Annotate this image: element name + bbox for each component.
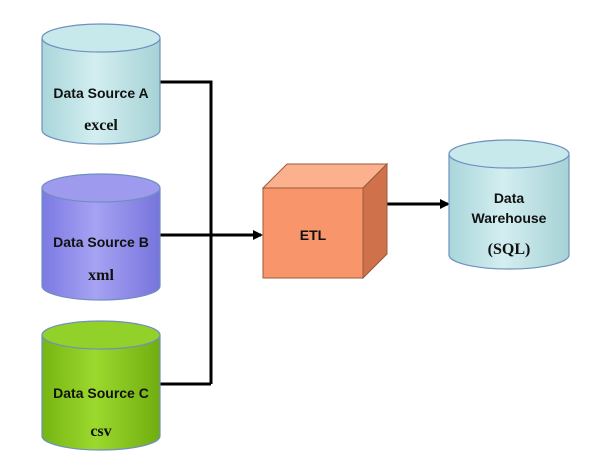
data-source-a-format: excel [84,117,118,134]
data-warehouse: Data Warehouse (SQL) [448,139,570,270]
data-warehouse-top [448,139,570,169]
data-source-a-name: Data Source A [53,85,148,101]
etl-cube-front [262,187,364,279]
data-source-b-cylinder [41,188,161,301]
data-source-b-format: xml [88,267,114,284]
data-warehouse-line2: Warehouse [472,210,547,226]
data-source-a: Data Source A excel [41,23,161,145]
connectors [160,80,450,386]
data-warehouse-cylinder [448,154,570,270]
data-source-c: Data Source C csv [41,320,161,451]
data-source-a-top [41,23,161,53]
data-source-b-name: Data Source B [53,234,149,250]
data-source-c-top [41,320,161,350]
data-source-c-format: csv [90,423,111,440]
data-source-c-name: Data Source C [53,385,149,401]
connector-source-a [160,80,213,384]
data-warehouse-line3: (SQL) [488,241,531,258]
data-source-c-cylinder [41,335,161,451]
data-warehouse-line1: Data [494,190,525,206]
data-source-b-top [41,173,161,203]
etl-label: ETL [300,227,327,243]
data-source-a-cylinder [41,38,161,145]
data-source-b: Data Source B xml [41,173,161,301]
etl-cube: ETL [261,162,389,280]
